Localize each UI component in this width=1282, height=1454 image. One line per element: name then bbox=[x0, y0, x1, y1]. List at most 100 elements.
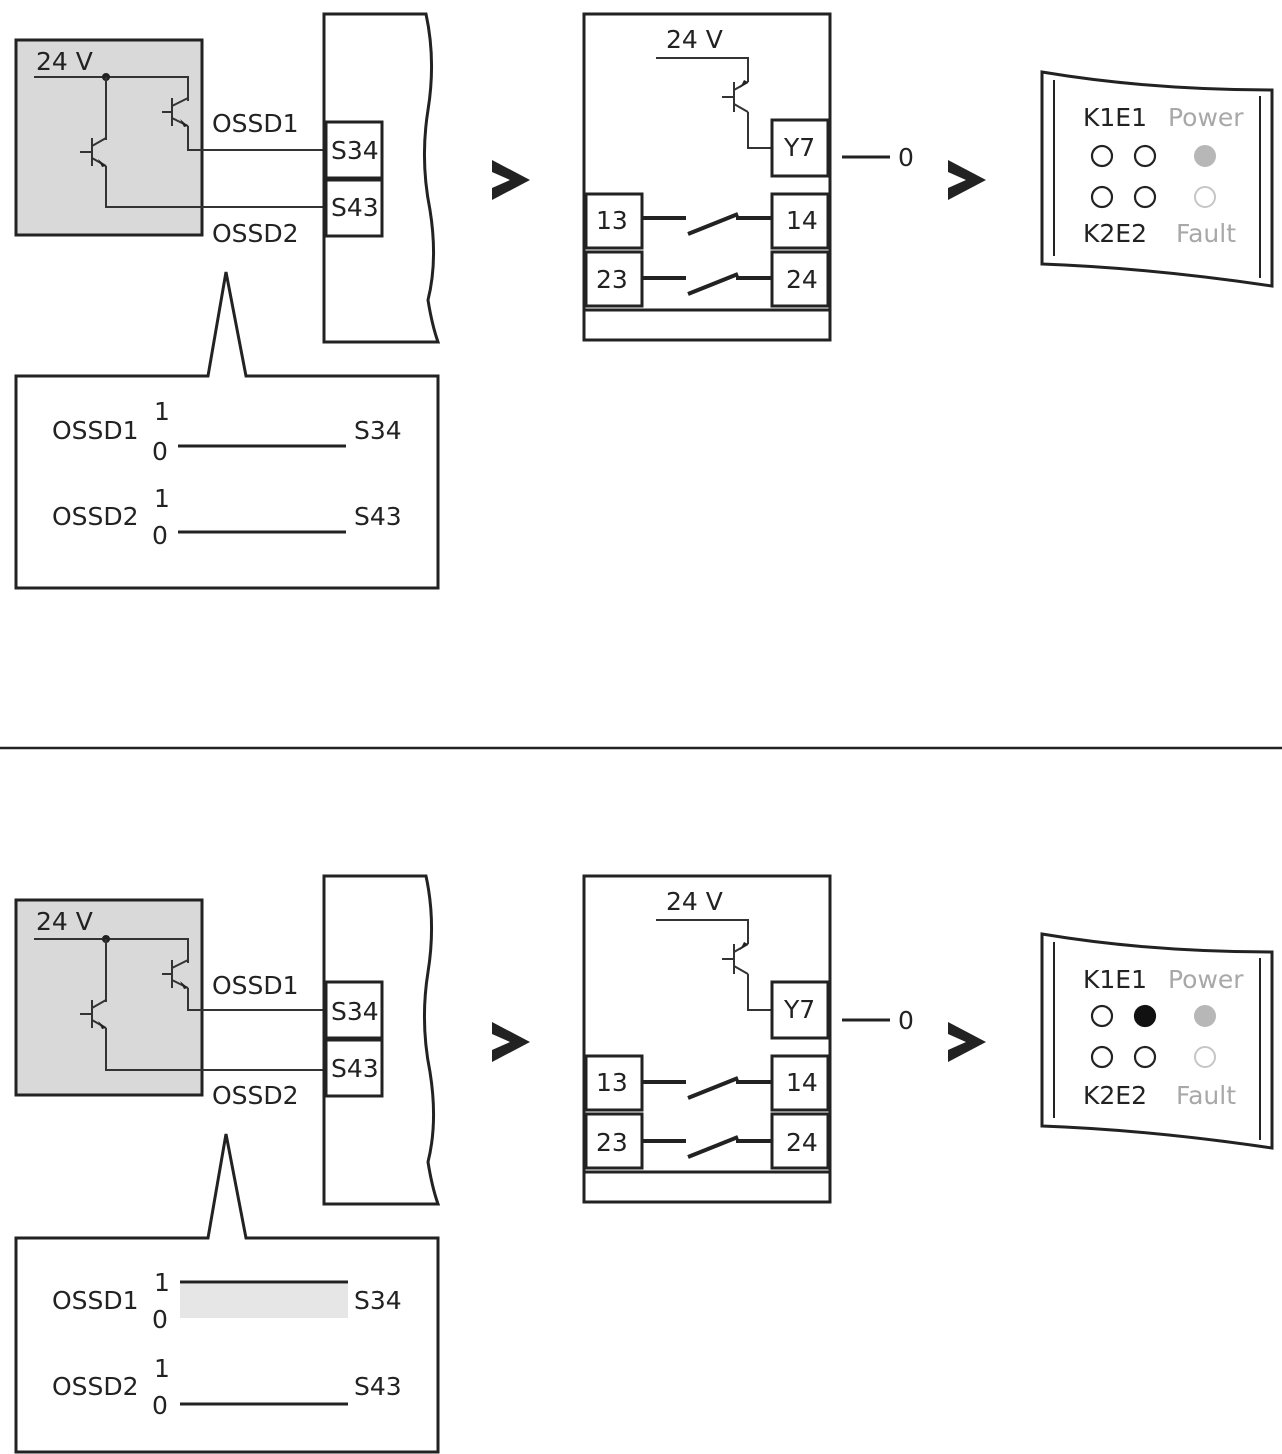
terminal-y7-label: Y7 bbox=[783, 133, 815, 162]
status-k1e1-label: K1E1 bbox=[1083, 103, 1147, 132]
signal-low-label: 0 bbox=[152, 437, 168, 466]
transistor-icon bbox=[162, 959, 189, 989]
pulse-highlight bbox=[180, 1284, 348, 1318]
relay-supply-wire bbox=[656, 919, 749, 944]
led-e2 bbox=[1133, 185, 1157, 209]
terminal-13-label: 13 bbox=[596, 206, 628, 235]
ossd1-label: OSSD1 bbox=[212, 971, 299, 1000]
terminal-23-label: 23 bbox=[596, 265, 628, 294]
led-k1 bbox=[1090, 144, 1114, 168]
panel-1: 24 V OSSD1 OSSD2 S34 S43 bbox=[14, 12, 1274, 590]
transistor-icon bbox=[722, 942, 749, 975]
relay-contact-k2 bbox=[642, 1135, 772, 1159]
sensor-box bbox=[14, 898, 204, 1097]
y7-wire bbox=[747, 974, 772, 1011]
terminal-y7 bbox=[770, 118, 830, 178]
terminal-s43-label: S43 bbox=[331, 193, 379, 222]
supply-label: 24 V bbox=[36, 47, 93, 76]
terminal-y7-label: Y7 bbox=[783, 995, 815, 1024]
terminal-s34-label: S34 bbox=[331, 997, 379, 1026]
supply-rail bbox=[34, 938, 189, 963]
terminal-24-label: 24 bbox=[786, 265, 818, 294]
signal-high-label: 1 bbox=[154, 1268, 170, 1297]
signal-name: OSSD1 bbox=[52, 1286, 139, 1315]
chevron-right-icon bbox=[492, 160, 530, 200]
signal-high-label: 1 bbox=[154, 397, 170, 426]
signal-name: OSSD1 bbox=[52, 416, 139, 445]
signal-name: OSSD2 bbox=[52, 502, 139, 531]
transistor-icon bbox=[80, 137, 107, 167]
ossd2-wire bbox=[105, 166, 326, 208]
led-power bbox=[1194, 1005, 1216, 1027]
chevron-right-icon bbox=[492, 1022, 530, 1062]
sensor-box bbox=[14, 38, 204, 237]
relay-supply-label: 24 V bbox=[666, 25, 723, 54]
terminal-24-label: 24 bbox=[786, 1128, 818, 1157]
led-k2 bbox=[1090, 1045, 1114, 1069]
relay-contact-k1 bbox=[642, 212, 772, 236]
led-k1 bbox=[1090, 1004, 1114, 1028]
transistor-icon bbox=[722, 80, 749, 113]
terminal-24 bbox=[770, 1112, 830, 1170]
terminal-14-label: 14 bbox=[786, 206, 818, 235]
status-power-label: Power bbox=[1168, 965, 1244, 994]
terminal-14 bbox=[770, 192, 830, 250]
status-power-label: Power bbox=[1168, 103, 1244, 132]
led-k2 bbox=[1090, 185, 1114, 209]
signal-terminal: S43 bbox=[354, 1372, 402, 1401]
terminal-s43 bbox=[324, 178, 384, 238]
signal-high-label: 1 bbox=[154, 1354, 170, 1383]
signal-low-label: 0 bbox=[152, 1305, 168, 1334]
relay-contact-k2 bbox=[642, 272, 772, 296]
status-k2e2-label: K2E2 bbox=[1083, 1081, 1147, 1110]
terminal-s43 bbox=[324, 1038, 384, 1098]
transistor-icon bbox=[80, 999, 107, 1029]
chevron-right-icon bbox=[948, 1022, 986, 1062]
signal-high-label: 1 bbox=[154, 484, 170, 513]
led-fault bbox=[1194, 186, 1216, 208]
relay-contact-k1 bbox=[642, 1076, 772, 1100]
y7-output-value: 0 bbox=[898, 143, 914, 172]
signal-terminal: S34 bbox=[354, 416, 402, 445]
supply-label: 24 V bbox=[36, 907, 93, 936]
signal-callout bbox=[14, 271, 440, 590]
terminal-s34-label: S34 bbox=[331, 136, 379, 165]
relay-supply-label: 24 V bbox=[666, 887, 723, 916]
led-power bbox=[1194, 145, 1216, 167]
panel-2: 24 V OSSD1 OSSD2 S34 S43 OSSD1 1 bbox=[14, 874, 1274, 1454]
led-e2 bbox=[1133, 1045, 1157, 1069]
terminal-s43-label: S43 bbox=[331, 1054, 379, 1083]
signal-low-label: 0 bbox=[152, 1391, 168, 1420]
ossd2-label: OSSD2 bbox=[212, 219, 299, 248]
status-panel bbox=[1040, 70, 1274, 288]
led-e1 bbox=[1133, 1004, 1157, 1028]
status-k2e2-label: K2E2 bbox=[1083, 219, 1147, 248]
signal-terminal: S43 bbox=[354, 502, 402, 531]
ossd1-wire bbox=[187, 988, 326, 1011]
y7-wire bbox=[747, 112, 772, 149]
chevron-right-icon bbox=[948, 160, 986, 200]
ossd2-wire bbox=[105, 1028, 326, 1071]
terminal-13-label: 13 bbox=[596, 1068, 628, 1097]
terminal-14-label: 14 bbox=[786, 1068, 818, 1097]
ossd1-label: OSSD1 bbox=[212, 109, 299, 138]
terminal-y7 bbox=[770, 980, 830, 1040]
led-e1 bbox=[1133, 144, 1157, 168]
terminal-13 bbox=[584, 192, 644, 250]
y7-output-value: 0 bbox=[898, 1006, 914, 1035]
ossd2-label: OSSD2 bbox=[212, 1081, 299, 1110]
signal-terminal: S34 bbox=[354, 1286, 402, 1315]
terminal-s34 bbox=[324, 120, 384, 180]
ossd1-wire bbox=[187, 126, 326, 151]
supply-rail bbox=[34, 76, 189, 101]
terminal-s34 bbox=[324, 980, 384, 1040]
signal-low-label: 0 bbox=[152, 521, 168, 550]
terminal-23-label: 23 bbox=[596, 1128, 628, 1157]
status-panel bbox=[1040, 932, 1274, 1150]
status-fault-label: Fault bbox=[1176, 1081, 1236, 1110]
relay-supply-wire bbox=[656, 57, 749, 82]
status-k1e1-label: K1E1 bbox=[1083, 965, 1147, 994]
led-fault bbox=[1194, 1046, 1216, 1068]
status-fault-label: Fault bbox=[1176, 219, 1236, 248]
